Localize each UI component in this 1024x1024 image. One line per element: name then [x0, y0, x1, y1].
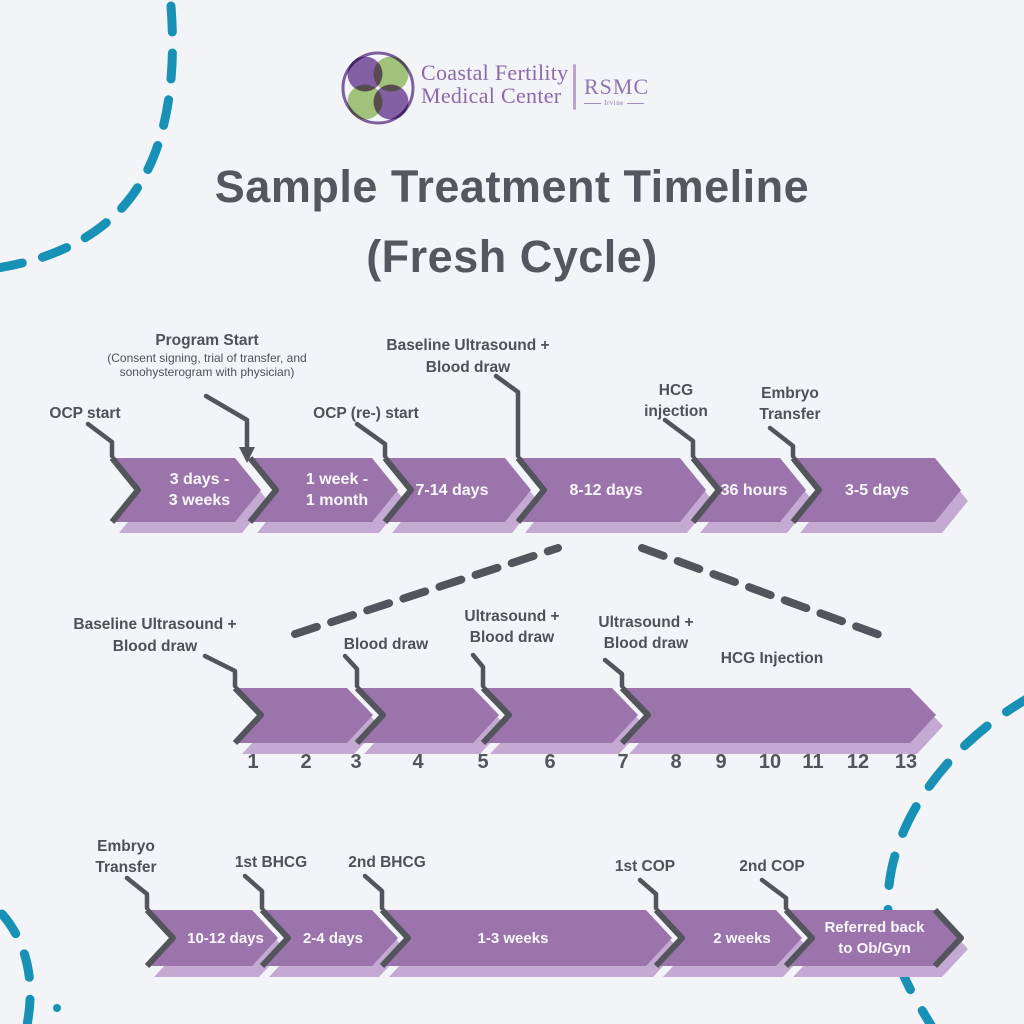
segment-label-referred-back: Referred back to Ob/Gyn: [824, 919, 925, 957]
program-start-note: (Consent signing, trial of transfer, and: [107, 351, 307, 365]
clover-logo-icon: [341, 51, 415, 125]
arrow-segment: [147, 910, 278, 966]
program-start-arrowhead-icon: [239, 447, 255, 463]
page-title-line2: (Fresh Cycle): [366, 231, 658, 282]
label-1st-bhcg: 1st BHCG: [234, 854, 308, 871]
segment-label-embryo-wait: 10-12 days: [187, 929, 264, 947]
day-number: 12: [846, 751, 870, 773]
arrow-segment: [656, 910, 802, 966]
logo-name-line2: Medical Center: [421, 83, 562, 108]
label-embryo-transfer-row1: Embryo Transfer: [759, 385, 821, 423]
teal-curve-bottom-left: [0, 909, 35, 1024]
label-ocp-start: OCP start: [49, 405, 121, 422]
arrow-segment: [262, 910, 398, 966]
label-blood-draw: Blood draw: [343, 636, 429, 653]
label-ultrasound-blood-draw-2: Ultrasound + Blood draw: [598, 614, 694, 652]
day-number: 2: [300, 751, 312, 773]
program-start-note: sonohysterogram with physician): [119, 365, 295, 379]
segment-label-trigger-duration: 36 hours: [720, 481, 788, 499]
arrow-segment: [235, 688, 373, 743]
segment-label-cop-wait: 1-3 weeks: [477, 929, 549, 947]
boundary-chevron-marks: [109, 456, 964, 969]
label-embryo-transfer-row3: Embryo Transfer: [95, 838, 157, 876]
day-number: 7: [617, 751, 629, 773]
segment-label-bhcg-wait: 2-4 days: [302, 929, 364, 947]
teal-curve-top-left: [0, 1, 177, 273]
day-number: 6: [544, 751, 556, 773]
label-hcg-injection-row2: HCG Injection: [720, 650, 824, 667]
label-baseline-ultrasound-row2: Baseline Ultrasound + Blood draw: [73, 616, 237, 655]
day-number: 4: [412, 751, 424, 773]
zoom-dashed-lines: [291, 544, 892, 642]
label-ocp-restart: OCP (re-) start: [313, 405, 419, 422]
label-program-start: Program Start (Consent signing, trial of…: [77, 330, 337, 379]
label-baseline-ultrasound-row1: Baseline Ultrasound + Blood draw: [386, 337, 550, 376]
label-2nd-cop: 2nd COP: [739, 858, 805, 875]
dash-line: [584, 102, 602, 104]
brand-name: RSMC: [584, 74, 650, 99]
label-hcg-injection-row1: HCG injection: [644, 382, 708, 420]
segment-label-stimulation-duration: 8-12 days: [569, 481, 643, 499]
leader-lines: [85, 373, 796, 911]
day-number: 9: [715, 751, 727, 773]
segment-label-program-duration: 1 week - 1 month: [305, 471, 369, 509]
segment-label-2weeks: 2 weeks: [713, 929, 771, 947]
label-2nd-bhcg: 2nd BHCG: [348, 854, 426, 871]
segment-label-ocp-duration: 3 days - 3 weeks: [168, 471, 231, 509]
arrow-segment: [382, 910, 672, 966]
day-number: 10: [758, 751, 782, 773]
arrow-segment: [250, 458, 398, 522]
segment-label-ocp-restart-duration: 7-14 days: [415, 481, 489, 499]
arrow-segment: [483, 688, 638, 743]
logo-name-line1: Coastal Fertility: [421, 60, 569, 85]
teal-dot: [53, 1004, 61, 1012]
page-title-line1: Sample Treatment Timeline: [214, 161, 810, 212]
label-1st-cop: 1st COP: [614, 858, 676, 875]
segment-label-transfer-duration: 3-5 days: [844, 481, 910, 499]
arrow-segment: [112, 458, 261, 522]
day-number: 13: [894, 751, 918, 773]
day-number: 1: [247, 751, 259, 773]
timeline-arrows: [112, 458, 961, 966]
arrow-segment: [385, 458, 531, 522]
day-number: 8: [670, 751, 682, 773]
page-title: Sample Treatment Timeline (Fresh Cycle): [0, 152, 1024, 292]
brand-location: Irvine: [584, 99, 644, 107]
day-number: 5: [477, 751, 489, 773]
arrow-segment: [518, 458, 706, 522]
teal-curve-right: [883, 695, 1024, 1024]
arrow-segment: [622, 688, 936, 743]
dash-line: [626, 102, 644, 104]
arrow-segment: [786, 910, 961, 966]
day-number: 11: [802, 751, 824, 773]
label-ultrasound-blood-draw-1: Ultrasound + Blood draw: [464, 608, 560, 646]
logo-name: Coastal Fertility Medical Center: [421, 61, 568, 107]
arrow-segment: [793, 458, 961, 522]
logo-divider: [573, 64, 576, 110]
arrow-segment: [357, 688, 499, 743]
arrow-segment: [693, 458, 806, 522]
day-number: 3: [350, 751, 362, 773]
